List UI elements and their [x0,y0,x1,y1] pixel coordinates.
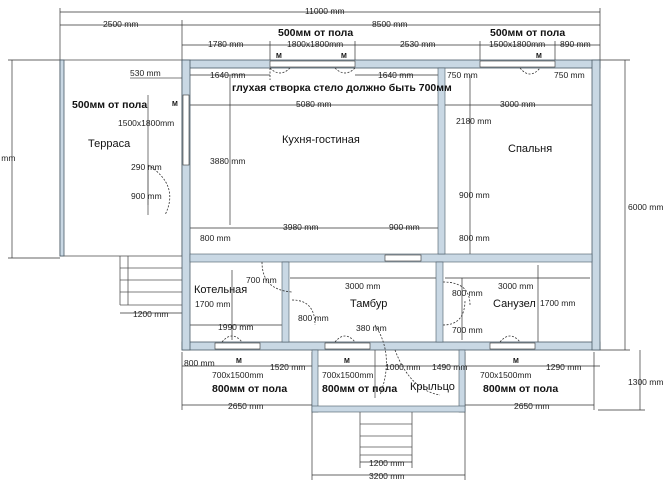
dim-label: 1990 mm [218,322,253,332]
dim-label: 750 mm [554,70,585,80]
dim-label: 8500 mm [372,19,407,29]
dim-label: 700 mm [452,325,483,335]
dim-label: 1000 mm [385,362,420,372]
room-label-porch: Крыльцо [410,381,455,393]
window-mark: М [276,53,282,60]
dim-label: 6000 mm [628,202,663,212]
dim-label: 1520 mm [270,362,305,372]
dim-label: 1200 mm [133,309,168,319]
window-mark: М [341,53,347,60]
dim-label: 800 mm [200,233,231,243]
window-marks: М М М М М М М [172,53,542,365]
terrace-sill-note: 500мм от пола [72,99,147,111]
porch-stairs [359,412,413,456]
dim-label: 3200 mm [369,471,404,481]
dimension-labels: 11000 mm 2500 mm 8500 mm 1780 mm 1800х18… [0,6,663,481]
house-walls [181,59,601,351]
top-sill-note-1: 500мм от пола [278,27,353,39]
dim-label: 290 mm [131,162,162,172]
dim-label: 1800х1800mm [287,39,343,49]
dim-label: 1500х1800mm [118,118,174,128]
dim-label: 890 mm [560,39,591,49]
dim-label: 1640 mm [210,70,245,80]
dim-label: 700 mm [246,275,277,285]
dim-label: 1290 mm [546,362,581,372]
dim-label: 11000 mm [305,6,345,16]
window-mark: М [513,358,519,365]
dim-label: 2180 mm [456,116,491,126]
dim-label: 800 mm [298,313,329,323]
dim-label: 700х1500mm [212,370,264,380]
window-mark: М [536,53,542,60]
porch [311,349,466,456]
dim-label: 1500х1800mm [489,39,545,49]
dim-label: 800 mm [184,358,215,368]
window-mark: М [236,358,242,365]
dim-label: 1780 mm [208,39,243,49]
dim-label: 3000 mm [345,281,380,291]
notes: глухая створка стело должно быть 700мм 5… [72,27,565,395]
dim-label: 800 mm [459,233,490,243]
dim-label: 900 mm [459,190,490,200]
terrace [59,59,183,306]
dimension-lines [8,8,645,480]
window-sashes [221,67,541,343]
dim-label: 380 mm [356,323,387,333]
room-label-bedroom: Спальня [508,143,552,155]
bottom-sill-note-2: 800мм от пола [322,383,397,395]
dim-label: 2500 mm [103,19,138,29]
room-label-terrace: Терраса [88,138,131,150]
dim-label: 700х1500mm [480,370,532,380]
room-label-kitchen: Кухня-гостиная [282,134,360,146]
room-labels: Терраса Кухня-гостиная Спальня Котельная… [88,134,552,393]
dim-label: 3880 mm [210,156,245,166]
window-mark: М [172,101,178,108]
dim-label: 900 mm [389,222,420,232]
dim-label: 750 mm [447,70,478,80]
dim-label: 900 mm [131,191,162,201]
dim-label: 1700 mm [195,299,230,309]
dim-label: 1490 mm [432,362,467,372]
dim-label: 800 mm [452,288,483,298]
room-label-boiler: Котельная [194,284,247,296]
dim-label: 3000 mm [498,281,533,291]
dim-label: 700х1500mm [322,370,374,380]
dim-label: 3000 mm [500,99,535,109]
window-mark: М [344,358,350,365]
doors [147,164,471,398]
terrace-stairs [119,256,182,306]
dim-label: 1300 mm [628,377,663,387]
dim-label: 2650 mm [514,401,549,411]
dim-label: 1640 mm [378,70,413,80]
dim-label: 530 mm [130,68,161,78]
room-label-bathroom: Санузел [493,298,536,310]
top-sill-note-2: 500мм от пола [490,27,565,39]
dim-label: 3980 mm [283,222,318,232]
dim-label: 2530 mm [400,39,435,49]
bottom-sill-note-1: 800мм от пола [212,383,287,395]
windows [182,60,556,350]
dim-label: 5080 mm [296,99,331,109]
dim-label: 6000 mm [0,153,15,163]
room-label-vestibule: Тамбур [350,298,387,310]
dim-label: 1200 mm [369,458,404,468]
blind-sash-note: глухая створка стело должно быть 700мм [232,82,452,94]
dim-label: 1700 mm [540,298,575,308]
dim-label: 2650 mm [228,401,263,411]
bottom-sill-note-3: 800мм от пола [483,383,558,395]
